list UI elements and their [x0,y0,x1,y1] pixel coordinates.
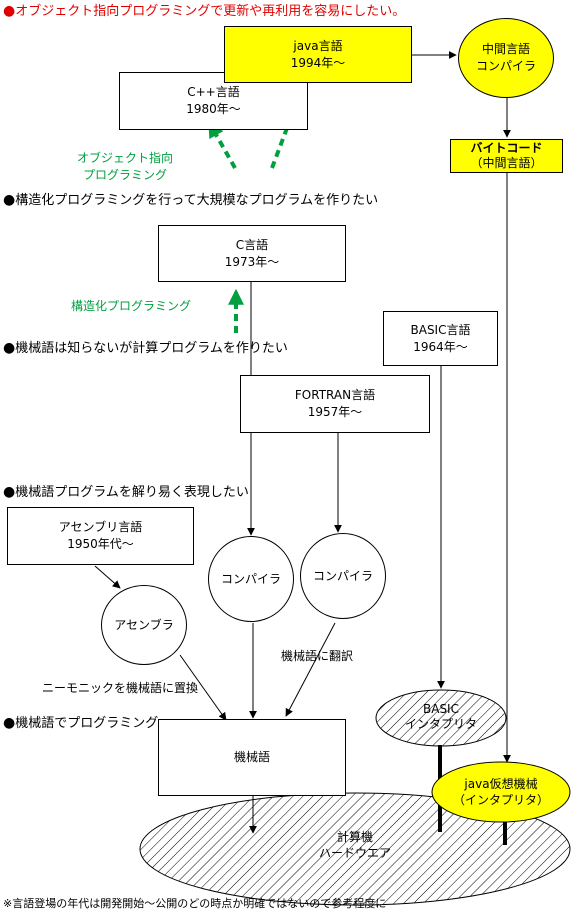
label-structured: 構造化プログラミング [71,299,192,313]
box-java: java言語 1994年〜 [224,26,412,83]
circle-assembler: アセンブラ [101,585,187,665]
footnote: ※言語登場の年代は開発開始〜公開のどの時点か明確ではないので参考程度に [3,897,387,910]
arrow-assembler-to-machine [179,654,227,721]
label-hardware: 計算機 ハードウエア [318,830,391,860]
bullet-red: ● [3,3,16,19]
box-machine-code: 機械語 [158,719,346,796]
hardware-ellipse [139,792,571,906]
box-c: C言語 1973年〜 [158,225,346,282]
heading-no-machine: ●機械語は知らないが計算プログラムを作りたい [3,340,288,356]
heading-oop: ●オブジェクト指向プログラミングで更新や再利用を容易にしたい。 [3,3,406,19]
heading-easy-read: ●機械語プログラムを解り易く表現したい [3,484,249,500]
green-arrow-c-to-cpp [208,121,237,169]
label-oop: オブジェクト指向 プログラミング [76,151,173,182]
label-mnemonic: ニーモニックを機械語に置換 [42,681,199,695]
box-assembly: アセンブリ言語 1950年代〜 [7,507,194,565]
circle-compiler-c: コンパイラ [208,536,294,622]
label-java-vm: java仮想機械 （インタプリタ） [452,777,549,807]
label-translate: 機械語に翻訳 [281,649,354,663]
java-vm-ellipse [431,761,571,823]
circle-intermediate-compiler: 中間言語 コンパイラ [458,18,554,98]
box-bytecode: バイトコード （中間言語） [450,139,563,173]
box-cpp: C++言語 1980年〜 [119,72,308,130]
circle-compiler-fortran: コンパイラ [300,533,386,619]
box-basic: BASIC言語 1964年〜 [383,311,498,366]
arrow-compiler2-to-machine [285,622,336,717]
box-fortran: FORTRAN言語 1957年〜 [240,375,430,433]
heading-structured: ●構造化プログラミングを行って大規模なプログラムを作りたい [3,192,379,208]
arrow-assembly-to-assembler [94,565,121,589]
heading-machine: ●機械語でプログラミング [3,715,159,731]
label-basic-interpreter: BASIC インタプリタ [404,702,477,731]
